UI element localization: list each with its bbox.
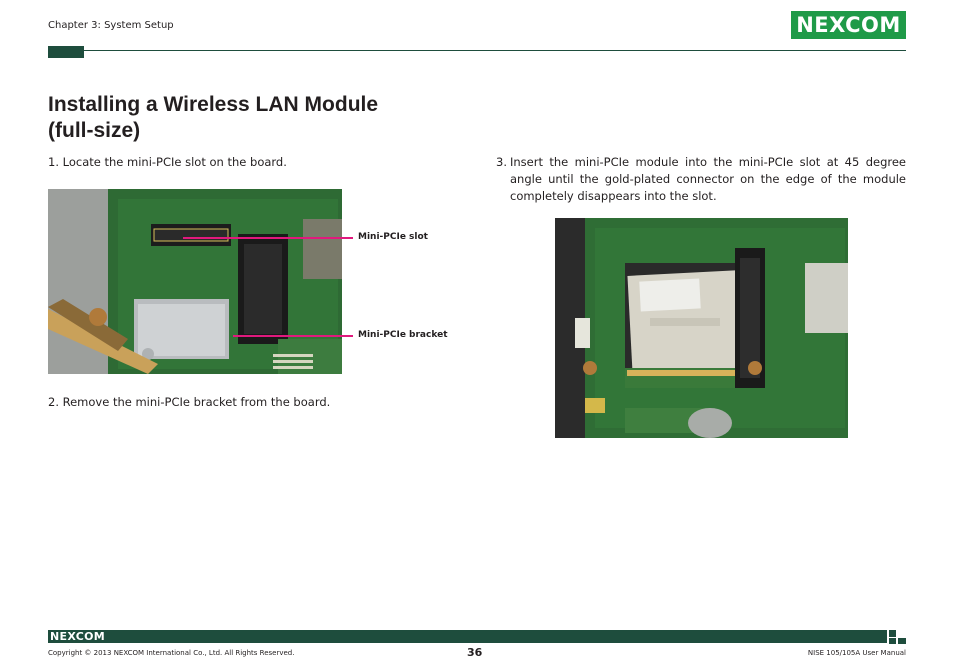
- step-1-text: 1. Locate the mini-PCIe slot on the boar…: [48, 155, 287, 169]
- footer-square-3: [898, 638, 906, 644]
- board-photo-module: [555, 218, 848, 438]
- board-photo-slot-image: [48, 189, 342, 374]
- step-2-text: 2. Remove the mini-PCIe bracket from the…: [48, 395, 331, 409]
- callout-line-slot: [183, 237, 353, 239]
- logo-text: NEXCOM: [796, 13, 901, 37]
- step-3-body: Insert the mini-PCIe module into the min…: [510, 155, 906, 203]
- page-title: Installing a Wireless LAN Module (full-s…: [48, 92, 468, 144]
- board-photo-module-image: [555, 218, 848, 438]
- chapter-label: Chapter 3: System Setup: [48, 20, 174, 31]
- footer-square-2: [889, 638, 896, 644]
- header-accent-block: [48, 46, 84, 58]
- footer-logo: NEXCOM: [50, 630, 105, 643]
- step-3-text: 3. Insert the mini-PCIe module into the …: [496, 154, 906, 205]
- page-title-line-1: Installing a Wireless LAN Module: [48, 93, 379, 116]
- footer-bar: [48, 630, 887, 643]
- board-photo-slot: [48, 189, 342, 374]
- step-3-number: 3.: [496, 155, 507, 169]
- footer-square-1: [889, 630, 896, 637]
- callout-mini-pcie-slot: Mini-PCIe slot: [358, 232, 428, 242]
- nexcom-logo: NEXCOM: [791, 11, 906, 39]
- callout-mini-pcie-bracket: Mini-PCIe bracket: [358, 330, 448, 340]
- manual-name: NISE 105/105A User Manual: [807, 649, 906, 657]
- footer-logo-text: NEXCOM: [50, 630, 105, 643]
- page-number: 36: [467, 646, 483, 659]
- header-divider: [84, 50, 906, 51]
- copyright-text: Copyright © 2013 NEXCOM International Co…: [48, 649, 295, 657]
- callout-line-bracket: [233, 335, 353, 337]
- page-title-line-2: (full-size): [48, 119, 141, 142]
